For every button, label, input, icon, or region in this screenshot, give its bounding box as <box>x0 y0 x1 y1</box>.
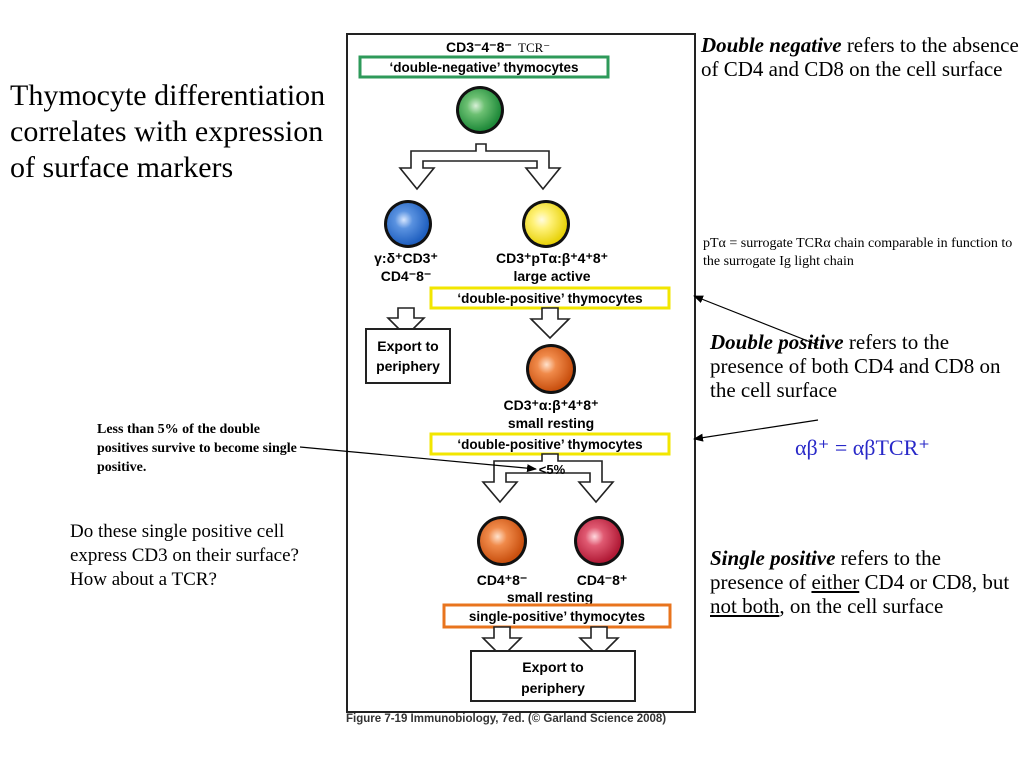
small-resting-label: small resting <box>508 415 594 431</box>
top-marker-label: CD3⁻4⁻8⁻ <box>446 39 512 55</box>
question-text: Do these single positive cell express CD… <box>70 521 299 590</box>
single-positive-definition: Single positive refers to the presence o… <box>710 546 1010 618</box>
export-bottom-line2: periphery <box>521 680 585 696</box>
slide-title: Thymocyte differentiation correlates wit… <box>10 79 326 184</box>
percent-label: <5% <box>539 462 566 477</box>
double-positive-text: refers to the presence of both CD4 and C… <box>710 330 1001 402</box>
large-active-marker: CD3⁺pTα:β⁺4⁺8⁺ <box>496 250 608 266</box>
single-positive-box <box>442 603 672 629</box>
double-negative-label: ‘double-negative’ thymocytes <box>389 60 578 75</box>
down-arrow-export-left <box>386 307 426 338</box>
figure-caption: Figure 7-19 Immunobiology, 7ed. (© Garla… <box>346 713 667 725</box>
single-positive-term: Single positive <box>710 546 836 570</box>
cd4-single-positive-cell <box>480 519 524 563</box>
split-arrow-top <box>398 143 562 191</box>
down-arrow-cd4 <box>481 626 523 659</box>
down-arrow-middle <box>529 307 571 340</box>
alpha-beta-equation: αβ⁺ = αβTCR⁺ <box>795 435 930 460</box>
pta-note: pTα = surrogate TCRα chain comparable in… <box>703 236 1013 269</box>
double-negative-text: refers to the absence of CD4 and CD8 on … <box>701 33 1019 81</box>
cd8-single-positive-cell <box>577 519 621 563</box>
double-positive-label-1: ‘double-positive’ thymocytes <box>457 291 642 306</box>
export-left-box <box>365 328 451 384</box>
thymocyte-figure: CD3⁻4⁻8⁻ TCR⁻ ‘double-negative’ thymocyt… <box>346 33 696 713</box>
double-positive-label-2: ‘double-positive’ thymocytes <box>457 437 642 452</box>
small-resting-cell <box>529 347 573 391</box>
gamma-delta-cell <box>387 203 429 245</box>
cd8-marker: CD4⁻8⁺ <box>577 572 628 588</box>
double-negative-definition: Double negative refers to the absence of… <box>701 33 1021 81</box>
double-positive-definition: Double positive refers to the presence o… <box>710 330 1020 402</box>
not-both-emphasis: not both <box>710 594 780 618</box>
single-positive-text-3: , on the cell surface <box>779 594 944 618</box>
survival-note: Less than 5% of the double positives sur… <box>97 422 297 475</box>
down-arrow-cd8 <box>578 626 620 659</box>
gamma-delta-marker: γ:δ⁺CD3⁺ <box>374 250 438 266</box>
single-positive-text-1: refers to the presence of <box>710 546 941 594</box>
cd4-marker: CD4⁺8⁻ <box>477 572 528 588</box>
export-left-line1: Export to <box>377 338 438 354</box>
double-positive-term: Double positive <box>710 330 844 354</box>
export-bottom-line1: Export to <box>522 659 583 675</box>
export-bottom-box <box>470 650 636 702</box>
either-emphasis: either <box>811 570 860 594</box>
double-negative-cell <box>459 89 501 131</box>
double-negative-term: Double negative <box>701 33 842 57</box>
export-left-line2: periphery <box>376 358 440 374</box>
single-positive-text-2: CD4 or CD8, but <box>859 570 1010 594</box>
gamma-delta-cd-marker: CD4⁻8⁻ <box>381 268 432 284</box>
double-negative-box <box>358 55 610 79</box>
single-positive-label: single-positive’ thymocytes <box>469 609 645 624</box>
top-tcr-label: TCR⁻ <box>518 40 550 55</box>
large-active-label: large active <box>513 268 590 284</box>
sp-small-resting-label: small resting <box>507 589 593 605</box>
small-resting-marker: CD3⁺α:β⁺4⁺8⁺ <box>504 397 599 413</box>
large-active-cell <box>525 203 567 245</box>
